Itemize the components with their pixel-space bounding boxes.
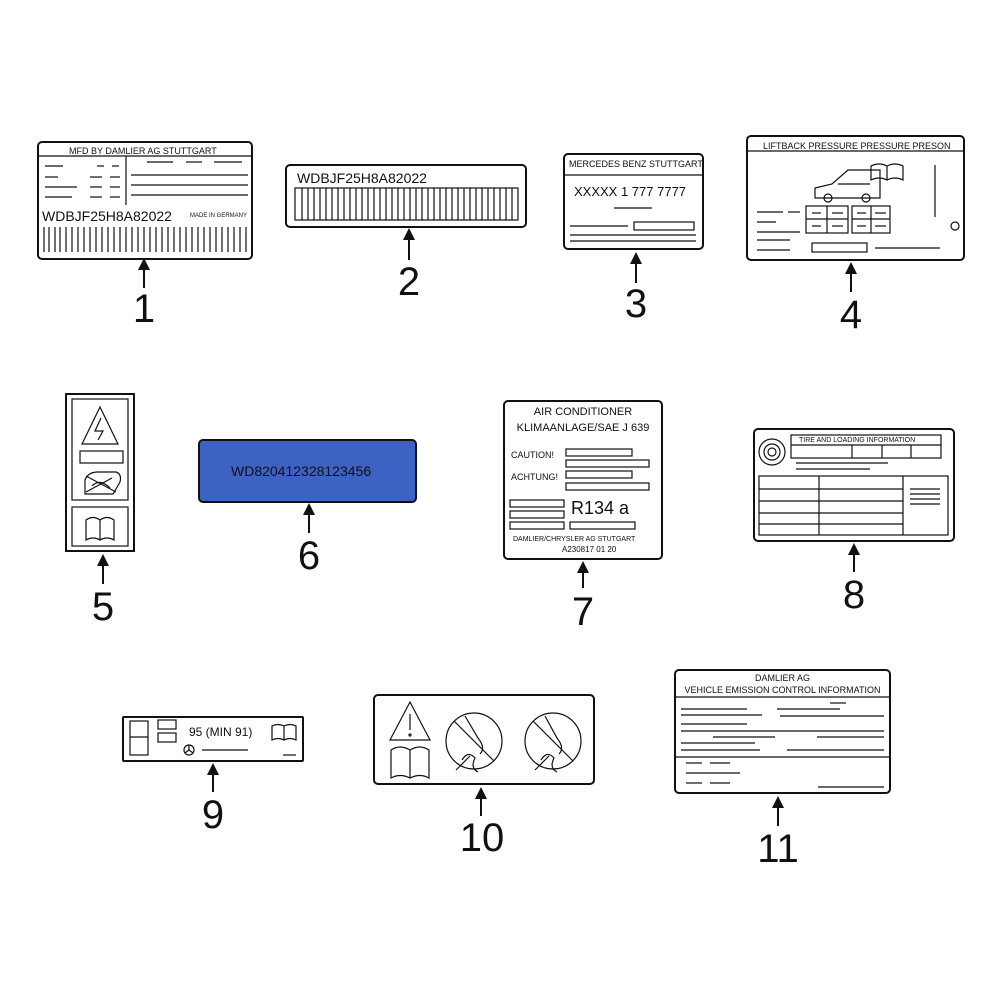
manual-book-icon — [870, 163, 904, 181]
label-9-details — [129, 719, 297, 756]
label-1-vin: WDBJF25H8A82022 — [42, 208, 172, 224]
label-2-barcode — [294, 187, 519, 221]
label-3-code: XXXXX 1 777 7777 — [574, 184, 687, 199]
car-icon — [814, 169, 881, 203]
arrow-4 — [845, 262, 857, 292]
label-7-caution: CAUTION! — [511, 450, 555, 460]
label-7-title1: AIR CONDITIONER — [533, 406, 633, 418]
arrow-11 — [772, 796, 784, 826]
label-7-maker: DAMLIER/CHRYSLER AG STUTGART — [513, 536, 636, 543]
label-10-details — [389, 700, 582, 780]
arrow-2 — [403, 228, 415, 260]
callout-1: 1 — [132, 287, 156, 331]
label-3-details — [565, 174, 702, 242]
label-8-details — [758, 434, 949, 536]
no-smoking-icon — [84, 471, 122, 495]
manual-book-icon — [390, 746, 430, 780]
mercedes-star-icon — [183, 744, 195, 756]
label-11-details — [676, 696, 889, 788]
arrow-8 — [848, 543, 860, 572]
label-3-header: MERCEDES BENZ STUTTGART — [569, 159, 703, 169]
label-7-refrigerant: R134 a — [571, 498, 630, 518]
label-6-blue-code-plate: WD820412328123456 — [198, 439, 417, 503]
arrow-7 — [577, 561, 589, 588]
label-1-vehicle-id-plate: MFD BY DAMLIER AG STUTTGART WDBJF25H8A82… — [37, 141, 253, 260]
callout-4: 4 — [839, 293, 863, 337]
label-1-header: MFD BY DAMLIER AG STUTTGART — [69, 146, 217, 156]
callout-3: 3 — [624, 282, 648, 326]
label-5-details — [71, 398, 129, 547]
no-hand-fan-icon — [524, 712, 582, 773]
label-7-title2: KLIMAANLAGE/SAE J 639 — [516, 422, 650, 434]
callout-5: 5 — [91, 585, 115, 629]
label-9-fuel: 95 (MIN 91) — [189, 725, 253, 739]
label-11-line1: DAMLIER AG — [754, 673, 810, 683]
label-4-header: LIFTBACK PRESSURE PRESSURE PRESON — [763, 141, 951, 151]
label-8-header: TIRE AND LOADING INFORMATION — [799, 437, 916, 444]
callout-arrows — [97, 228, 860, 826]
manual-book-icon — [271, 723, 297, 741]
no-hand-fan-icon — [445, 712, 503, 773]
label-4-details — [748, 150, 963, 253]
label-3-part-number-plate: MERCEDES BENZ STUTTGART XXXXX 1 777 7777 — [563, 153, 704, 250]
label-2-vin-barcode: WDBJF25H8A82022 — [285, 164, 527, 228]
label-1-made-in: MADE IN GERMANY — [190, 213, 248, 219]
arrow-5 — [97, 554, 109, 584]
label-6-code: WD820412328123456 — [231, 463, 372, 479]
arrow-6 — [303, 503, 315, 533]
label-7-part: A230817 01 20 — [562, 545, 617, 554]
arrow-3 — [630, 252, 642, 283]
label-7-achtung: ACHTUNG! — [511, 472, 558, 482]
manual-book-icon — [85, 516, 115, 542]
callout-2: 2 — [397, 260, 421, 304]
arrow-1 — [138, 258, 150, 288]
label-1-barcode — [43, 227, 247, 252]
callout-10: 10 — [459, 816, 505, 860]
label-8-tire-loading: TIRE AND LOADING INFORMATION — [753, 428, 955, 542]
callout-9: 9 — [201, 793, 225, 837]
callout-11: 11 — [757, 827, 799, 871]
arrow-9 — [207, 763, 219, 792]
label-7-air-conditioner: AIR CONDITIONER KLIMAANLAGE/SAE J 639 CA… — [503, 400, 663, 560]
lightning-warning-icon — [81, 405, 119, 445]
label-11-line2: VEHICLE EMISSION CONTROL INFORMATION — [684, 685, 881, 695]
warning-triangle-icon — [389, 700, 431, 741]
callout-7: 7 — [571, 590, 595, 634]
tire-icon — [758, 438, 786, 466]
label-2-vin: WDBJF25H8A82022 — [297, 170, 427, 186]
label-1-details — [39, 155, 251, 252]
callout-8: 8 — [842, 573, 866, 617]
label-7-details — [509, 448, 650, 530]
callout-6: 6 — [297, 534, 321, 578]
arrow-10 — [475, 787, 487, 816]
